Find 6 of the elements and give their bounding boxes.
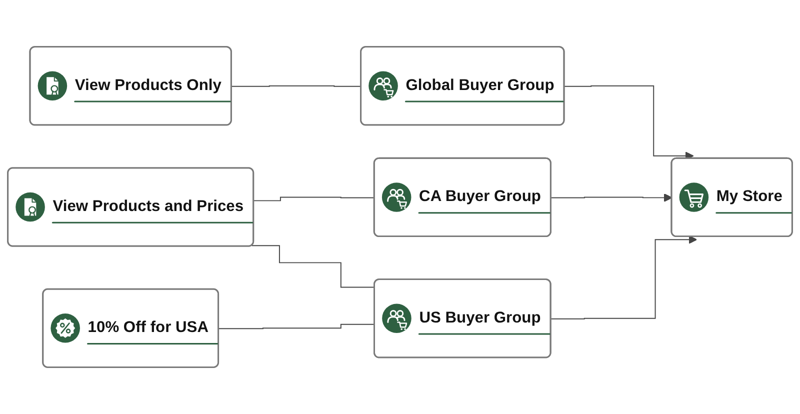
- arrow: [550, 193, 672, 202]
- arrow: [550, 235, 698, 320]
- connector: [218, 324, 376, 330]
- connector: [253, 196, 376, 202]
- connector: [251, 245, 376, 288]
- connector: [231, 85, 362, 87]
